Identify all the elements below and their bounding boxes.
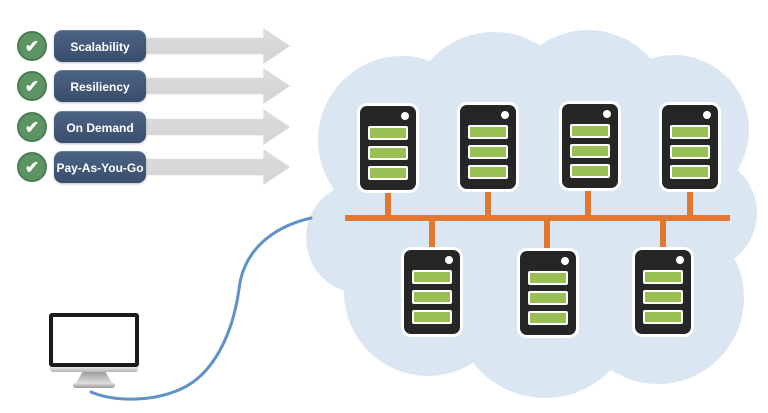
arrow-right-shape bbox=[142, 68, 290, 104]
monitor-screen bbox=[49, 313, 139, 367]
server-slot bbox=[368, 126, 408, 140]
monitor-chin bbox=[50, 367, 138, 372]
monitor-base bbox=[73, 383, 115, 388]
check-glyph: ✔ bbox=[24, 117, 40, 137]
server-slot bbox=[570, 144, 610, 158]
server-slot bbox=[368, 146, 408, 160]
checkmark-icon: ✔ bbox=[17, 112, 47, 142]
check-glyph: ✔ bbox=[24, 157, 40, 177]
server-slot bbox=[528, 271, 568, 285]
server-led-icon bbox=[501, 111, 509, 119]
server-icon bbox=[635, 250, 691, 334]
server-icon bbox=[404, 250, 460, 334]
checkmark-icon: ✔ bbox=[17, 31, 47, 61]
checkmark-icon: ✔ bbox=[17, 71, 47, 101]
server-led-icon bbox=[703, 111, 711, 119]
benefit-label: Resiliency bbox=[54, 70, 146, 102]
server-slot bbox=[468, 145, 508, 159]
client-cable-curve bbox=[89, 216, 313, 401]
check-glyph: ✔ bbox=[24, 36, 40, 56]
checkmark-icon: ✔ bbox=[17, 152, 47, 182]
benefit-item: ✔ On Demand bbox=[0, 107, 300, 147]
server-slot bbox=[468, 165, 508, 179]
server-led-icon bbox=[401, 112, 409, 120]
server-slot bbox=[670, 125, 710, 139]
server-slot bbox=[570, 164, 610, 178]
check-glyph: ✔ bbox=[24, 76, 40, 96]
server-slot bbox=[412, 270, 452, 284]
monitor-neck bbox=[76, 372, 112, 383]
server-slot bbox=[368, 166, 408, 180]
server-icon bbox=[360, 106, 416, 190]
server-led-icon bbox=[445, 256, 453, 264]
benefit-label: Scalability bbox=[54, 30, 146, 62]
server-slot bbox=[412, 290, 452, 304]
network-bus bbox=[345, 182, 730, 256]
benefit-label: On Demand bbox=[54, 111, 146, 143]
desktop-monitor-icon bbox=[46, 310, 146, 395]
benefit-item: ✔ Scalability bbox=[0, 26, 300, 66]
server-icon bbox=[562, 104, 618, 188]
benefit-item: ✔ Pay-As-You-Go bbox=[0, 147, 300, 187]
server-icon bbox=[460, 105, 516, 189]
server-icon bbox=[520, 251, 576, 335]
server-led-icon bbox=[603, 110, 611, 118]
server-slot bbox=[643, 290, 683, 304]
arrow-right-shape bbox=[142, 109, 290, 145]
server-slot bbox=[643, 270, 683, 284]
server-slot bbox=[528, 311, 568, 325]
arrow-right-shape bbox=[142, 28, 290, 64]
arrow-right-shape bbox=[142, 149, 290, 185]
server-slot bbox=[670, 145, 710, 159]
server-slot bbox=[528, 291, 568, 305]
server-slot bbox=[412, 310, 452, 324]
benefit-item: ✔ Resiliency bbox=[0, 66, 300, 106]
server-slot bbox=[643, 310, 683, 324]
server-icon bbox=[662, 105, 718, 189]
server-slot bbox=[468, 125, 508, 139]
server-slot bbox=[670, 165, 710, 179]
server-led-icon bbox=[676, 256, 684, 264]
server-slot bbox=[570, 124, 610, 138]
benefit-label: Pay-As-You-Go bbox=[54, 151, 146, 183]
server-led-icon bbox=[561, 257, 569, 265]
